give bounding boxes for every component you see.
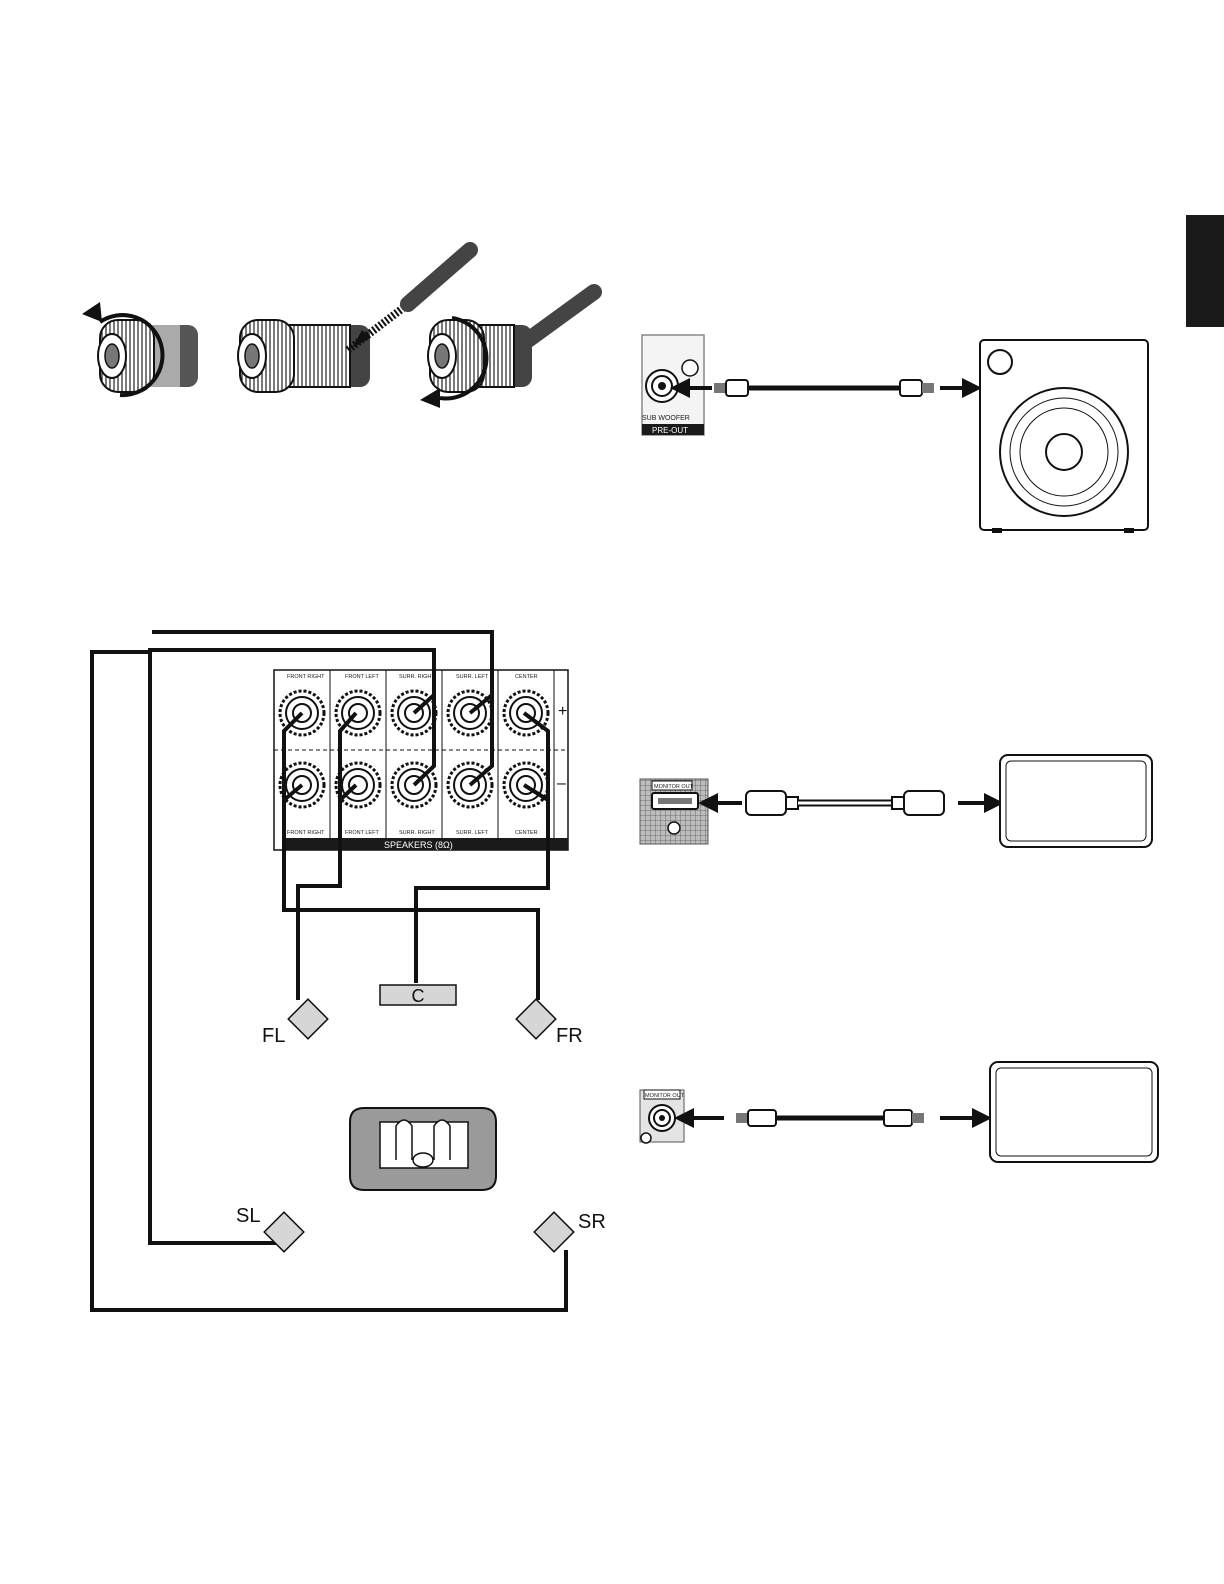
hdmi-output-panel: MONITOR OUT <box>640 779 708 844</box>
subwoofer <box>980 340 1148 533</box>
subwoofer-cable <box>680 380 972 396</box>
surround-left-speaker <box>264 1212 304 1252</box>
terminal-label-surr-left-top: SURR. LEFT <box>456 674 489 680</box>
hdmi-cable <box>708 791 994 815</box>
surround-right-label: SR <box>578 1211 606 1233</box>
section-tab <box>1186 215 1224 327</box>
front-left-speaker <box>288 999 328 1039</box>
plus-sign: + <box>558 703 567 720</box>
terminal-label-front-left-bottom: FRONT LEFT <box>345 830 379 836</box>
surround-right-speaker <box>534 1212 574 1252</box>
surround-left-label: SL <box>236 1205 260 1227</box>
minus-sign: – <box>557 775 566 792</box>
listener-sofa <box>350 1108 496 1190</box>
subwoofer-output-panel: SUB WOOFER PRE-OUT <box>642 335 704 435</box>
composite-cable <box>684 1110 982 1126</box>
terminal-label-surr-right-top: SURR. RIGHT <box>399 674 435 680</box>
terminal-label-front-left-top: FRONT LEFT <box>345 674 379 680</box>
terminal-label-front-right-top: FRONT RIGHT <box>287 674 325 680</box>
front-right-speaker <box>516 999 556 1039</box>
binding-post-step-1 <box>82 302 198 395</box>
terminal-label-front-right-bottom: FRONT RIGHT <box>287 830 325 836</box>
terminal-knob-front-left-minus <box>336 763 380 807</box>
composite-output-panel: MONITOR OUT <box>640 1090 685 1143</box>
speakers-impedance-label: SPEAKERS (8Ω) <box>384 840 453 850</box>
binding-post-step-3 <box>420 292 594 408</box>
terminal-label-center-bottom: CENTER <box>515 830 538 836</box>
pre-out-label: PRE-OUT <box>652 426 688 435</box>
terminal-label-surr-left-bottom: SURR. LEFT <box>456 830 489 836</box>
speaker-terminal-block: SPEAKERS (8Ω) FRONT RIGHT FRONT LEFT SUR… <box>274 670 568 850</box>
terminal-label-surr-right-bottom: SURR. RIGHT <box>399 830 435 836</box>
tv-monitor-hdmi <box>1000 755 1152 847</box>
center-speaker-label: C <box>412 986 425 1006</box>
front-right-label: FR <box>556 1025 583 1047</box>
front-left-label: FL <box>262 1025 285 1047</box>
hdmi-monitor-out-label: MONITOR OUT <box>654 784 694 790</box>
sub-woofer-jack-label: SUB WOOFER <box>642 415 690 422</box>
composite-monitor-out-label: MONITOR OUT <box>645 1093 685 1099</box>
terminal-label-center-top: CENTER <box>515 674 538 680</box>
tv-monitor-composite <box>990 1062 1158 1162</box>
